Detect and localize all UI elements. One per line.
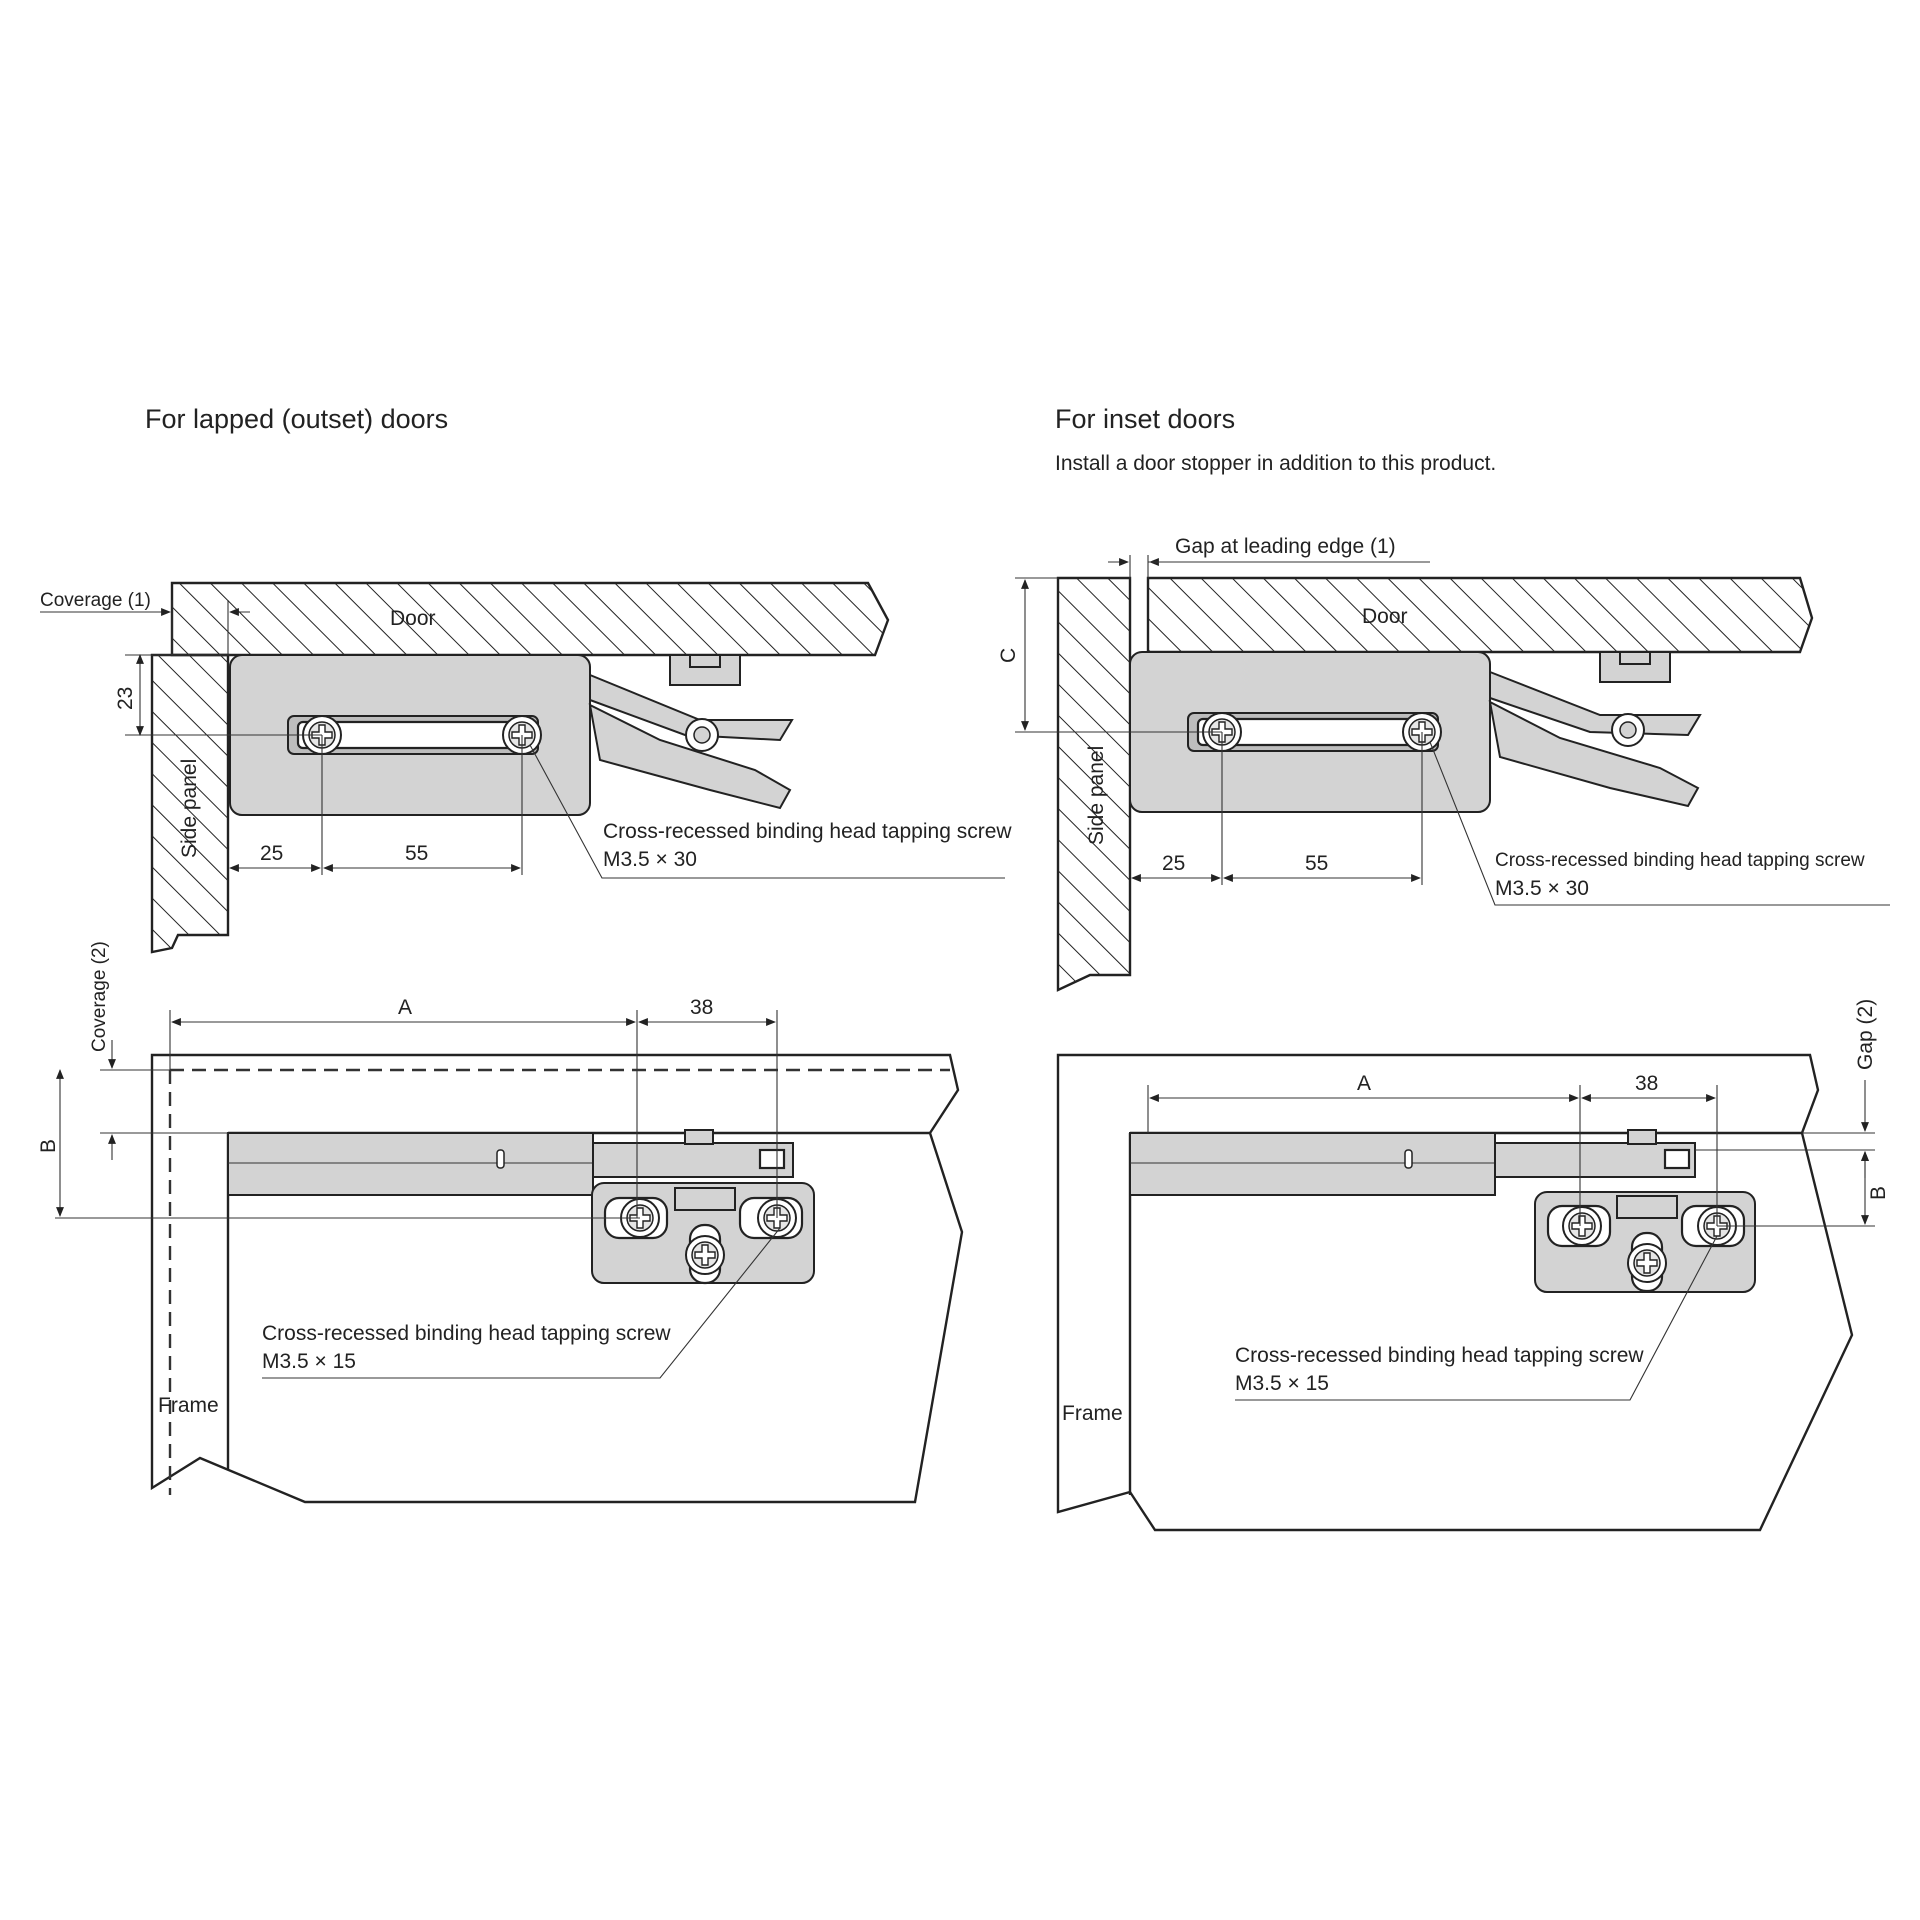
door-label: Door <box>390 607 436 630</box>
inset-note: Install a door stopper in addition to th… <box>1055 452 1496 475</box>
inset-top-view: Door Side panel Gap at leading edge (1) <box>997 535 1890 992</box>
gap2-label: Gap (2) <box>1854 999 1877 1070</box>
side-panel-label: Side panel <box>178 759 201 858</box>
dim38-value: 38 <box>690 996 713 1019</box>
screw-bottom-leader <box>1235 1235 1718 1401</box>
lapped-top-view: Door Side panel Coverage (1) <box>40 581 1012 954</box>
coverage1-label: Coverage (1) <box>40 590 151 611</box>
arm-lower <box>1488 700 1700 808</box>
screw-top-size: M3.5 × 30 <box>603 848 697 871</box>
rail-tab <box>1627 1129 1657 1145</box>
screw-top-name: Cross-recessed binding head tapping scre… <box>1495 850 1865 871</box>
screw-bottom-size: M3.5 × 15 <box>262 1350 356 1373</box>
rail-latch <box>1663 1148 1691 1170</box>
inset-doors-section: For inset doors Install a door stopper i… <box>997 404 1890 1532</box>
screw-top-leader <box>1429 741 1890 906</box>
side-panel <box>1056 576 1132 992</box>
dim25-value: 25 <box>260 842 283 865</box>
screw-top-name: Cross-recessed binding head tapping scre… <box>603 820 1012 843</box>
rail-latch <box>758 1148 786 1170</box>
arm-pivot-inner <box>693 726 711 744</box>
dimC-value: C <box>997 648 1020 663</box>
side-panel-label: Side panel <box>1085 746 1108 845</box>
cabinet-outline <box>150 1053 964 1504</box>
dimB-value: B <box>37 1139 60 1153</box>
inset-front-view: Frame A 38 <box>1056 999 1890 1532</box>
plate-clip <box>674 1187 736 1211</box>
screw-bottom-name: Cross-recessed binding head tapping scre… <box>262 1322 671 1345</box>
door-cup-tab <box>689 654 721 668</box>
dim23-value: 23 <box>114 687 137 710</box>
arm-pivot-inner <box>1619 721 1637 739</box>
dim55-value: 55 <box>1305 852 1328 875</box>
screw-bottom-size: M3.5 × 15 <box>1235 1372 1329 1395</box>
plate-screw-left <box>1562 1206 1602 1246</box>
dim38-value: 38 <box>1635 1072 1658 1095</box>
rail-slot <box>496 1149 505 1169</box>
frame-label: Frame <box>1062 1402 1123 1425</box>
gap1-label: Gap at leading edge (1) <box>1175 535 1396 558</box>
door-panel <box>170 581 890 657</box>
rail-extension <box>1494 1142 1696 1178</box>
cabinet-outline <box>1056 1053 1854 1532</box>
screw-bottom-leader <box>262 1227 781 1379</box>
lapped-doors-section: For lapped (outset) doors Door Side pane… <box>37 404 1012 1504</box>
hinge-rail <box>1129 1132 1496 1196</box>
arm-upper <box>1489 670 1702 737</box>
screw-top-leader <box>529 744 1005 879</box>
inset-heading: For inset doors <box>1055 404 1235 434</box>
coverage2-label: Coverage (2) <box>89 941 110 1052</box>
screw-top-size: M3.5 × 30 <box>1495 877 1589 900</box>
lapped-heading: For lapped (outset) doors <box>145 404 448 434</box>
lapped-front-view: Frame A 38 <box>37 941 964 1504</box>
hinge-rail <box>227 1132 594 1196</box>
dim25-value: 25 <box>1162 852 1185 875</box>
rail-slot <box>1404 1149 1413 1169</box>
rail-tab <box>684 1129 714 1145</box>
dimA-value: A <box>1357 1072 1371 1095</box>
dim55-value: 55 <box>405 842 428 865</box>
screw-bottom-name: Cross-recessed binding head tapping scre… <box>1235 1344 1644 1367</box>
dimB-value: B <box>1867 1186 1890 1200</box>
door-panel <box>1146 576 1814 654</box>
door-label: Door <box>1362 605 1408 628</box>
plate-clip <box>1616 1195 1678 1219</box>
hinge-arm <box>1488 651 1702 808</box>
frame-label: Frame <box>158 1394 219 1417</box>
hinge-arm <box>588 654 794 810</box>
door-cup-tab <box>1619 651 1651 665</box>
plate-screw-center <box>1627 1243 1667 1283</box>
plate-screw-center <box>685 1235 725 1275</box>
arm-lower <box>588 703 792 810</box>
dimA-value: A <box>398 996 412 1019</box>
